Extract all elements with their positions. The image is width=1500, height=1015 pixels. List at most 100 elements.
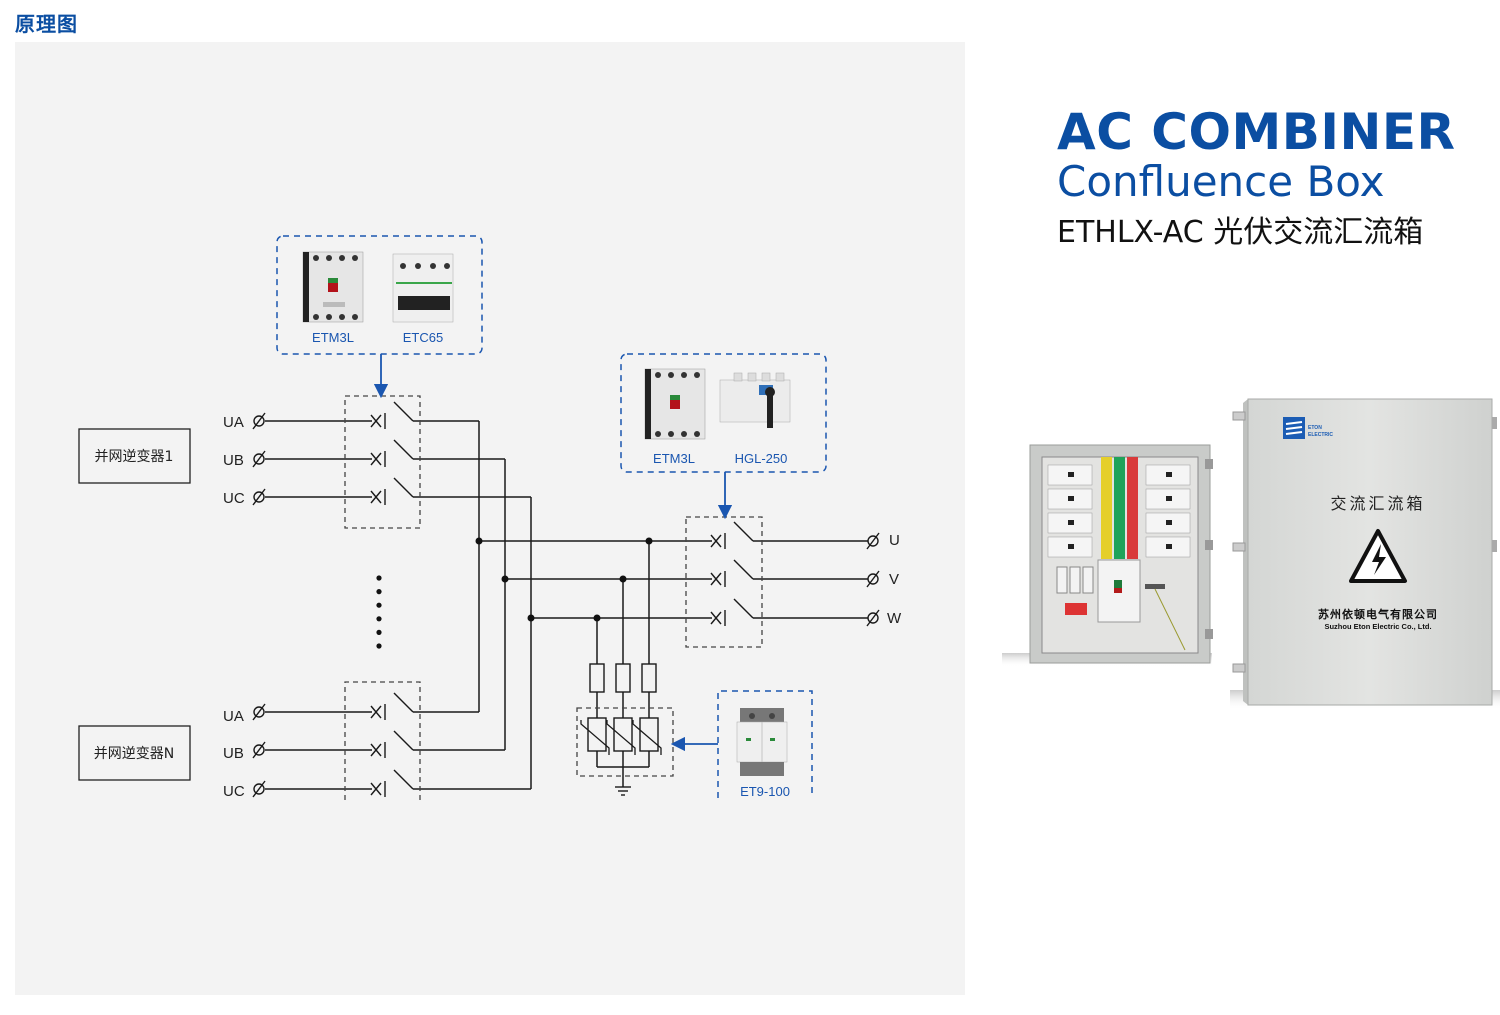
- et9-100-spd-image: [736, 708, 788, 776]
- breaker-symbol: [370, 477, 414, 505]
- fuse-icon: [589, 663, 605, 693]
- circuit-symbols: [252, 401, 880, 798]
- breaker-symbol: [370, 692, 414, 720]
- high-voltage-warning-icon: [1349, 529, 1407, 583]
- terminal-slash: [252, 412, 266, 430]
- phase-label-uc-n: UC: [223, 783, 245, 800]
- inverter-1-label: 并网逆变器1: [95, 449, 174, 465]
- cabinet-breaker-toggle: [1166, 520, 1172, 525]
- terminal-slash: [866, 609, 880, 627]
- inverter-n: 并网逆变器N: [78, 725, 191, 781]
- ellipsis-dot: [376, 602, 382, 608]
- eton-brand-bottom: ELECTRIC: [1308, 432, 1333, 438]
- spd-callout: ET9-100: [670, 690, 813, 799]
- callout-label-et9-100: ET9-100: [740, 784, 790, 799]
- terminal-slash: [866, 532, 880, 550]
- output-label-w: W: [887, 610, 902, 627]
- breaker-x: [370, 743, 382, 757]
- input-breaker-box-n: [344, 681, 421, 800]
- breaker-symbol: [370, 769, 414, 797]
- junction-dot: [501, 575, 509, 583]
- callout-label-etm3l: ETM3L: [312, 330, 354, 345]
- inverter-n-label: 并网逆变器N: [94, 746, 174, 762]
- terminal-icon: [867, 612, 879, 624]
- varistor-icon: [613, 717, 633, 752]
- cabinet-breaker-toggle: [1068, 520, 1074, 525]
- junction-dot: [645, 537, 653, 545]
- breaker-contact: [393, 401, 414, 422]
- cabinet-breaker-toggle: [1166, 472, 1172, 477]
- terminal-icon: [253, 706, 265, 718]
- junction-dot: [475, 537, 483, 545]
- breaker-x: [370, 782, 382, 796]
- inverter-1: 并网逆变器1: [78, 428, 191, 484]
- breaker-contact: [733, 559, 754, 580]
- breaker-contact: [393, 769, 414, 790]
- phase-label-ua-1: UA: [223, 414, 244, 431]
- phase-label-uc-1: UC: [223, 490, 245, 507]
- breaker-symbol: [710, 598, 754, 626]
- breaker-contact: [393, 477, 414, 498]
- ellipsis-dot: [376, 643, 382, 649]
- etm3l-main-breaker-image: [644, 368, 706, 440]
- phase-label-ub-1: UB: [223, 452, 244, 469]
- output-label-v: V: [889, 571, 899, 588]
- door-label: 交流汇流箱: [1330, 494, 1425, 513]
- breaker-x: [710, 611, 722, 625]
- product-title: AC COMBINER: [1057, 103, 1456, 161]
- fuse-icon: [615, 663, 631, 693]
- ellipsis-dot: [376, 589, 382, 595]
- breaker-x: [370, 414, 382, 428]
- cabinet-breaker-toggle: [1068, 496, 1074, 501]
- schematic-panel: [15, 42, 965, 995]
- breaker-x: [370, 490, 382, 504]
- terminal-slash: [252, 703, 266, 721]
- breaker-symbol: [710, 521, 754, 549]
- open-cabinet: [1002, 444, 1213, 667]
- terminal-icon: [253, 415, 265, 427]
- etm3l-breaker-image: [302, 251, 364, 323]
- product-model: ETHLX-AC 光伏交流汇流箱: [1057, 215, 1424, 250]
- varistor-icon: [639, 717, 659, 752]
- company-name-cn: 苏州依顿电气有限公司: [1318, 607, 1438, 621]
- cabinet-breaker-toggle: [1166, 496, 1172, 501]
- callout-label-hgl250: HGL-250: [735, 451, 788, 466]
- breaker-x: [370, 452, 382, 466]
- breaker-contact: [393, 439, 414, 460]
- input-breaker-callout: ETM3L ETC65: [276, 235, 483, 399]
- terminal-slash: [252, 488, 266, 506]
- breaker-contact: [733, 521, 754, 542]
- callout-label-etm3l-main: ETM3L: [653, 451, 695, 466]
- terminal-slash: [252, 741, 266, 759]
- callout-label-etc65: ETC65: [403, 330, 443, 345]
- junction-dot: [619, 575, 627, 583]
- varistor-slash: [580, 720, 610, 755]
- breaker-symbol: [370, 439, 414, 467]
- junction-dot: [527, 614, 535, 622]
- terminal-icon: [253, 783, 265, 795]
- varistor-slash: [632, 720, 662, 755]
- product-subtitle: Confluence Box: [1057, 157, 1385, 206]
- eton-logo-icon: ETON ELECTRIC: [1283, 417, 1333, 439]
- output-label-u: U: [889, 532, 900, 549]
- cabinet-breaker-toggle: [1068, 472, 1074, 477]
- ellipsis-dot: [376, 575, 382, 581]
- cabinet-breaker-toggle: [1166, 544, 1172, 549]
- breaker-contact: [393, 730, 414, 751]
- wiring: [265, 420, 868, 790]
- breaker-x: [710, 534, 722, 548]
- terminal-icon: [253, 453, 265, 465]
- main-switch-box: [685, 516, 763, 648]
- hgl250-switch-image: [719, 372, 791, 428]
- eton-brand-top: ETON: [1308, 425, 1322, 431]
- phase-label-ub-n: UB: [223, 745, 244, 762]
- breaker-symbol: [370, 730, 414, 758]
- cabinet-breaker-toggle: [1068, 544, 1074, 549]
- title-block: AC COMBINER Confluence Box ETHLX-AC 光伏交流…: [1057, 105, 1455, 255]
- ellipsis-dot: [376, 629, 382, 636]
- breaker-contact: [733, 598, 754, 619]
- terminal-slash: [252, 780, 266, 798]
- terminal-icon: [867, 573, 879, 585]
- phase-label-ua-n: UA: [223, 708, 244, 725]
- product-photo: ETON ELECTRIC 交流汇流箱 苏州依顿电气有限公司 Suzhou Et…: [1002, 398, 1500, 710]
